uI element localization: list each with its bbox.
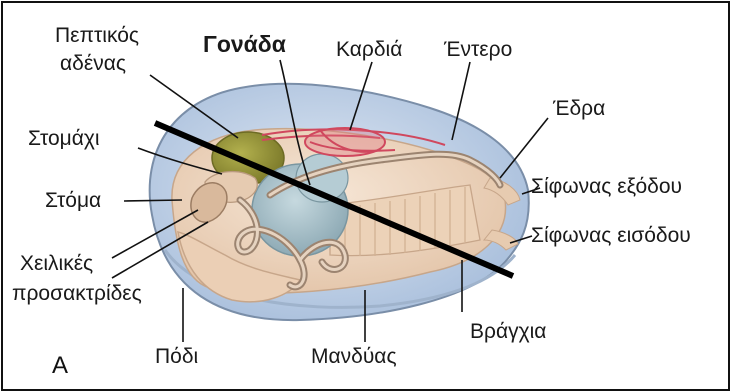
label-mouth: Στόμα [45,189,101,212]
label-labial-palps-2: προσακτρίδες [12,282,142,305]
label-gonad: Γονάδα [203,31,286,57]
panel-letter: A [52,352,68,379]
label-digestive-gland-2: αδένας [60,52,126,75]
label-anus: Έδρα [552,97,605,120]
label-inhalant-siphon: Σίφωνας εισόδου [531,224,691,247]
label-digestive-gland-1: Πεπτικός [55,24,139,47]
label-stomach: Στομάχι [28,127,100,150]
label-mantle: Μανδύας [311,345,397,368]
label-labial-palps-1: Χειλικές [20,252,93,275]
label-exhalant-siphon: Σίφωνας εξόδου [531,175,682,198]
label-foot: Πόδι [155,345,199,368]
label-gills: Βράγχια [470,320,546,343]
label-intestine: Έντερο [443,38,512,61]
label-heart: Καρδιά [336,38,402,61]
